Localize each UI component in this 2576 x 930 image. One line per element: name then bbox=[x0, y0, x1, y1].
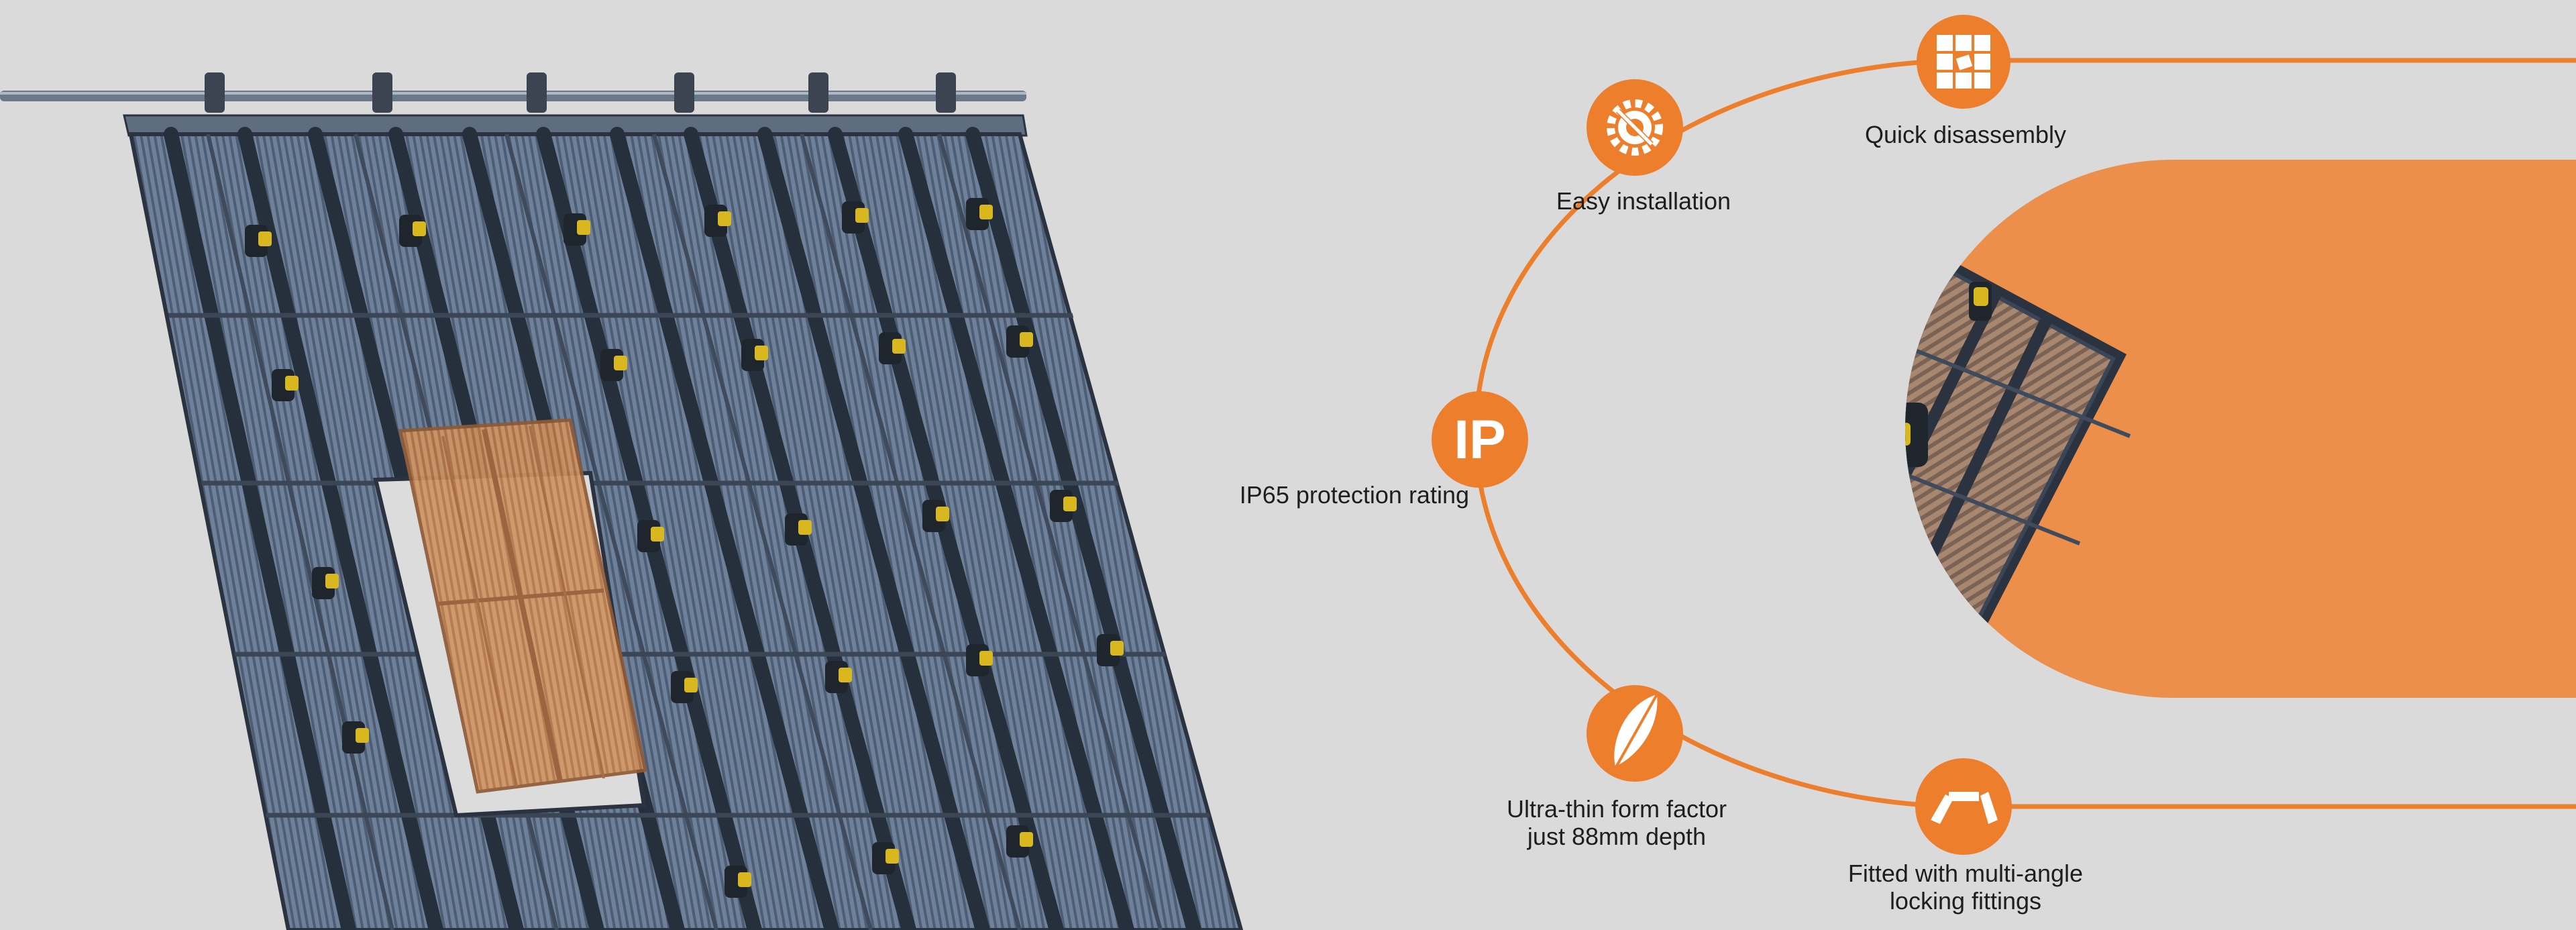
cable-connectors bbox=[245, 198, 1124, 898]
tile-grid-icon bbox=[1937, 35, 1990, 89]
quick-disassembly-badge bbox=[1917, 15, 2010, 109]
quick-disassembly-label: Quick disassembly bbox=[1864, 121, 2067, 148]
locking-fittings-badge bbox=[1915, 758, 2012, 855]
ultra-thin-label: Ultra-thin form factor just 88mm depth bbox=[1506, 795, 1727, 850]
locking-fittings-label: Fitted with multi-angle locking fittings bbox=[1847, 860, 2084, 915]
module-joints bbox=[134, 313, 1221, 818]
hanging-clamps bbox=[205, 72, 956, 113]
easy-installation-badge bbox=[1587, 79, 1683, 176]
feather-icon bbox=[1611, 694, 1658, 774]
ip-badge-icon: IP bbox=[1454, 409, 1505, 470]
zoomed-module bbox=[1905, 207, 2131, 698]
led-wall-assembly bbox=[0, 72, 1244, 930]
wrench-gear-icon bbox=[1607, 99, 1663, 156]
ip-rating-label: IP65 protection rating bbox=[1239, 481, 1469, 509]
ultra-thin-badge bbox=[1587, 685, 1683, 782]
angle-fitting-icon bbox=[1931, 792, 1998, 824]
easy-installation-label: Easy installation bbox=[1556, 187, 1731, 215]
zoom-panel bbox=[1905, 160, 2576, 698]
ip-rating-badge: IP bbox=[1432, 391, 1528, 488]
highlighted-module bbox=[398, 418, 648, 794]
top-rail bbox=[123, 114, 1028, 137]
